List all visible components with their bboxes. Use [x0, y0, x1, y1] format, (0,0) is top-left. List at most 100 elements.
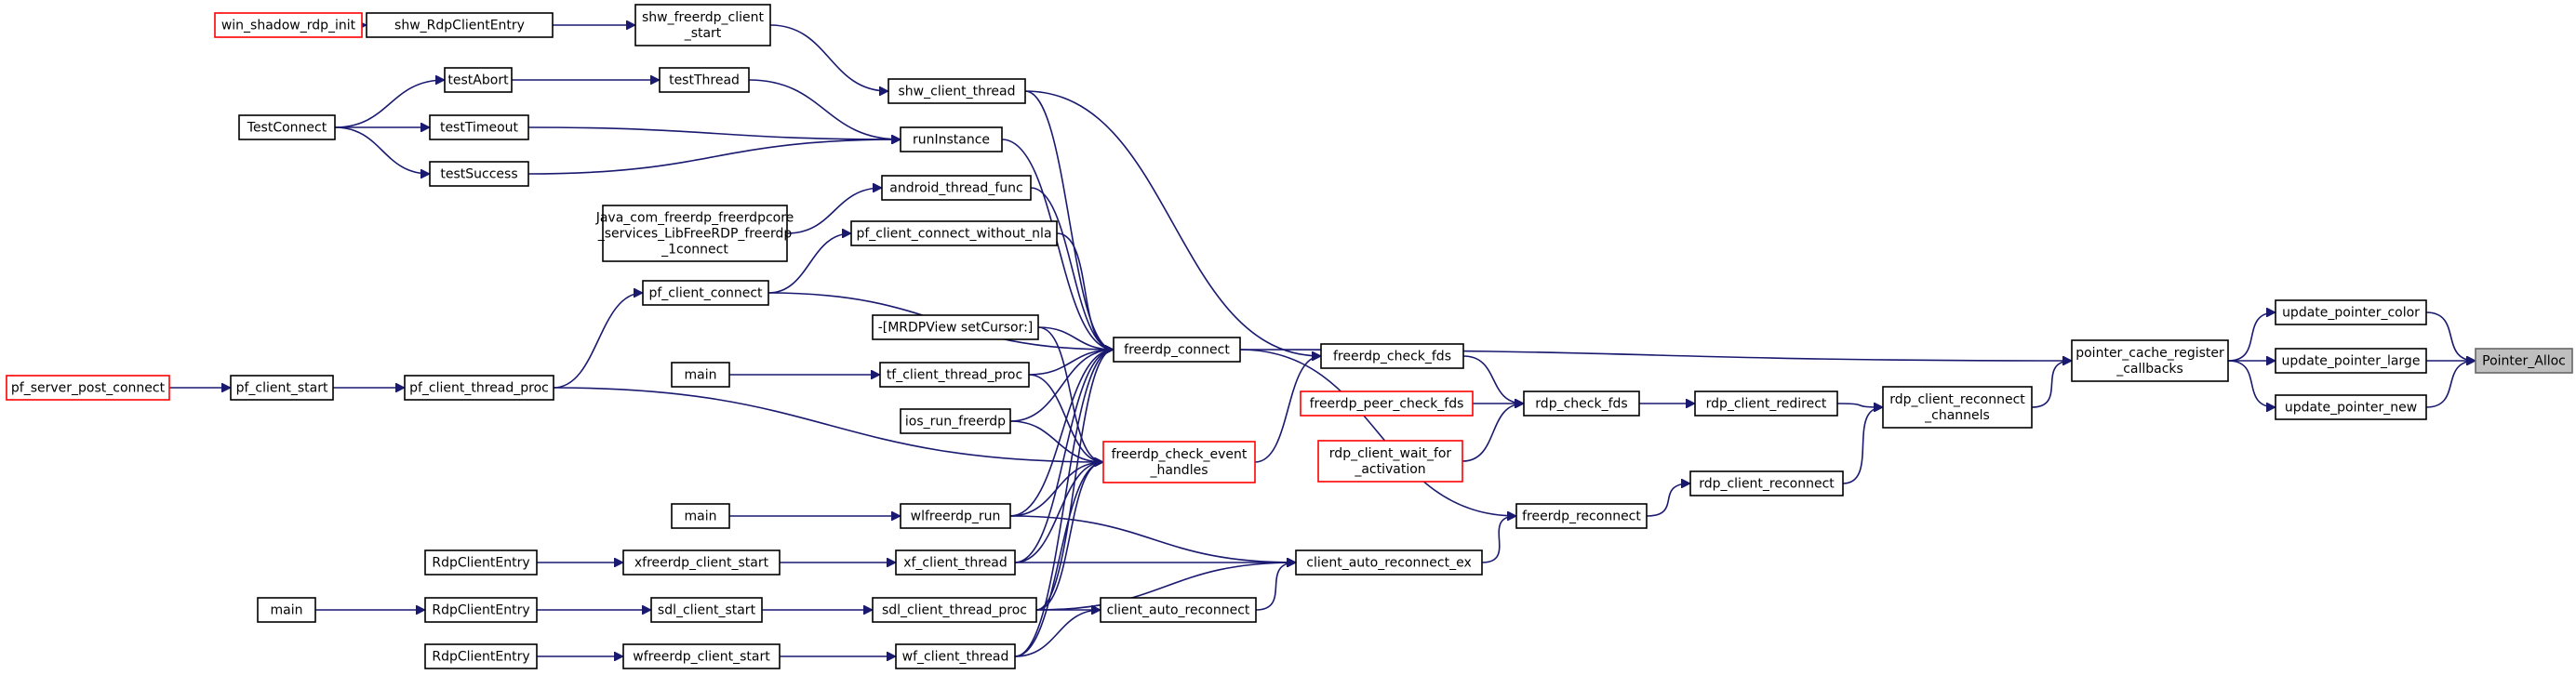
- node-label: rdp_check_fds: [1535, 397, 1627, 412]
- node-box: [2071, 339, 2229, 382]
- node-label: android_thread_func: [889, 181, 1022, 196]
- node-shw-client-thread[interactable]: shw_client_thread: [888, 78, 1026, 104]
- node-win-shadow-rdp-init[interactable]: win_shadow_rdp_init: [214, 12, 363, 38]
- node-box: [1515, 503, 1648, 529]
- node-pointer-cache-register-callbacks[interactable]: pointer_cache_register_callbacks: [2071, 339, 2229, 382]
- node-pf-server-post-connect[interactable]: pf_server_post_connect: [6, 375, 170, 401]
- node-android-thread-func[interactable]: android_thread_func: [881, 175, 1032, 201]
- node-shw-freerdp-client-start[interactable]: shw_freerdp_client_start: [634, 4, 771, 46]
- node-box: [900, 503, 1011, 529]
- node-freerdp-peer-check-fds[interactable]: freerdp_peer_check_fds: [1300, 390, 1474, 417]
- node-wfreerdp-client-start[interactable]: wfreerdp_client_start: [622, 643, 781, 669]
- node-label: rdp_client_reconnect: [1889, 392, 2025, 407]
- edge-testsuccess-to-runinstance: [527, 139, 901, 175]
- edge-pf-client-thread-proc-to-freerdp-check-event-handles: [553, 387, 1103, 462]
- node-ios-run-freerdp[interactable]: ios_run_freerdp: [900, 408, 1011, 434]
- node-rdp-client-wait-for-activation[interactable]: rdp_client_wait_for_activation: [1317, 440, 1463, 483]
- node-rdp-check-fds[interactable]: rdp_check_fds: [1523, 390, 1640, 417]
- node-box: [257, 597, 316, 623]
- node-rdp-client-reconnect[interactable]: rdp_client_reconnect: [1689, 470, 1844, 496]
- edge-testtimeout-to-runinstance: [527, 126, 901, 139]
- edge-freerdp-connect-to-freerdp-reconnect: [1239, 349, 1516, 516]
- node-sdl-client-start[interactable]: sdl_client_start: [650, 597, 763, 623]
- node-box: [1523, 390, 1640, 417]
- node-xf-client-thread[interactable]: xf_client_thread: [895, 549, 1016, 576]
- node-java-freerdp[interactable]: Java_com_freerdp_freerdpcore_services_Li…: [595, 205, 794, 262]
- node-rdpcliententry-wf[interactable]: RdpClientEntry: [424, 643, 538, 669]
- node-box: [1317, 440, 1463, 483]
- node-main-tf[interactable]: main: [671, 362, 730, 388]
- edge-rdp-client-wait-for-activation-to-rdp-check-fds: [1462, 404, 1524, 462]
- node-box: [214, 12, 363, 38]
- node-pf-client-connect[interactable]: pf_client_connect: [642, 280, 769, 306]
- node-label: shw_RdpClientEntry: [394, 19, 525, 33]
- node-client-auto-reconnect[interactable]: client_auto_reconnect: [1100, 597, 1257, 623]
- node-testabort[interactable]: testAbort: [444, 67, 513, 93]
- edge-mrdpview-setcursor-to-freerdp-check-event-handles: [1037, 326, 1104, 462]
- node-label: xfreerdp_client_start: [634, 556, 769, 571]
- node-box: [895, 643, 1016, 669]
- node-label: freerdp_check_fds: [1333, 350, 1451, 364]
- node-pointer-alloc[interactable]: Pointer_Alloc: [2475, 348, 2573, 374]
- node-label: wf_client_thread: [902, 650, 1009, 665]
- node-shw-rdpcliententry[interactable]: shw_RdpClientEntry: [366, 12, 554, 38]
- node-rdp-client-redirect[interactable]: rdp_client_redirect: [1694, 390, 1838, 417]
- node-label: update_pointer_color: [2282, 306, 2420, 321]
- node-box: [404, 375, 554, 401]
- node-freerdp-connect[interactable]: freerdp_connect: [1113, 337, 1241, 363]
- node-freerdp-check-event-handles[interactable]: freerdp_check_event_handles: [1102, 441, 1256, 483]
- edge-shw-client-thread-to-freerdp-connect: [1024, 90, 1114, 350]
- node-main-sdl[interactable]: main: [257, 597, 316, 623]
- node-testtimeout[interactable]: testTimeout: [429, 114, 529, 140]
- node-label: -[MRDPView setCursor:]: [878, 321, 1034, 336]
- node-testconnect[interactable]: TestConnect: [238, 114, 336, 140]
- edge-update-pointer-new-to-pointer-alloc: [2425, 361, 2476, 408]
- node-tf-client-thread-proc[interactable]: tf_client_thread_proc: [879, 362, 1030, 388]
- node-mrdpview-setcursor[interactable]: -[MRDPView setCursor:]: [872, 314, 1039, 340]
- node-label: testSuccess: [440, 167, 517, 182]
- edge-freerdp-check-event-handles-to-freerdp-check-fds: [1254, 356, 1322, 463]
- node-update-pointer-color[interactable]: update_pointer_color: [2275, 299, 2427, 325]
- node-freerdp-reconnect[interactable]: freerdp_reconnect: [1515, 503, 1648, 529]
- node-label: freerdp_connect: [1124, 343, 1230, 358]
- node-box: [642, 280, 769, 306]
- node-testthread[interactable]: testThread: [659, 67, 750, 93]
- node-label: ios_run_freerdp: [905, 415, 1006, 430]
- node-box: [895, 549, 1016, 576]
- edge-wlfreerdp-run-to-client-auto-reconnect-ex: [1009, 515, 1296, 562]
- node-label: _channels: [1924, 408, 1990, 423]
- node-xfreerdp-client-start[interactable]: xfreerdp_client_start: [622, 549, 781, 576]
- node-box: [444, 67, 513, 93]
- node-label: _start: [684, 26, 722, 41]
- node-testsuccess[interactable]: testSuccess: [429, 161, 529, 187]
- node-pf-client-thread-proc[interactable]: pf_client_thread_proc: [404, 375, 554, 401]
- node-rdpcliententry-xf[interactable]: RdpClientEntry: [424, 549, 538, 576]
- node-client-auto-reconnect-ex[interactable]: client_auto_reconnect_ex: [1295, 549, 1483, 576]
- node-wlfreerdp-run[interactable]: wlfreerdp_run: [900, 503, 1011, 529]
- node-runinstance[interactable]: runInstance: [900, 126, 1003, 152]
- edge-pointer-cache-register-callbacks-to-update-pointer-color: [2227, 312, 2276, 362]
- node-label: rdp_client_wait_for: [1329, 446, 1452, 461]
- node-main-wl[interactable]: main: [671, 503, 730, 529]
- edge-freerdp-check-fds-to-rdp-check-fds: [1462, 355, 1524, 404]
- node-pf-client-start[interactable]: pf_client_start: [230, 375, 334, 401]
- edge-wf-client-thread-to-freerdp-check-event-handles: [1014, 462, 1104, 657]
- node-update-pointer-large[interactable]: update_pointer_large: [2275, 348, 2427, 374]
- node-freerdp-check-fds[interactable]: freerdp_check_fds: [1320, 343, 1464, 369]
- edge-sdl-client-thread-proc-to-freerdp-connect: [1035, 350, 1114, 611]
- node-box: [879, 362, 1030, 388]
- edge-wf-client-thread-to-client-auto-reconnect: [1014, 610, 1101, 657]
- node-update-pointer-new[interactable]: update_pointer_new: [2275, 394, 2427, 420]
- node-pf-client-connect-without-nla[interactable]: pf_client_connect_without_nla: [850, 220, 1058, 246]
- node-wf-client-thread[interactable]: wf_client_thread: [895, 643, 1016, 669]
- node-box: [622, 643, 781, 669]
- node-label: tf_client_thread_proc: [887, 368, 1022, 383]
- node-rdpcliententry-sdl[interactable]: RdpClientEntry: [424, 597, 538, 623]
- node-box: [429, 161, 529, 187]
- node-label: shw_client_thread: [899, 85, 1016, 99]
- node-rdp-client-reconnect-channels[interactable]: rdp_client_reconnect_channels: [1882, 386, 2033, 429]
- node-sdl-client-thread-proc[interactable]: sdl_client_thread_proc: [872, 597, 1037, 623]
- node-box: [1100, 597, 1257, 623]
- edge-sdl-client-thread-proc-to-freerdp-check-event-handles: [1035, 462, 1104, 611]
